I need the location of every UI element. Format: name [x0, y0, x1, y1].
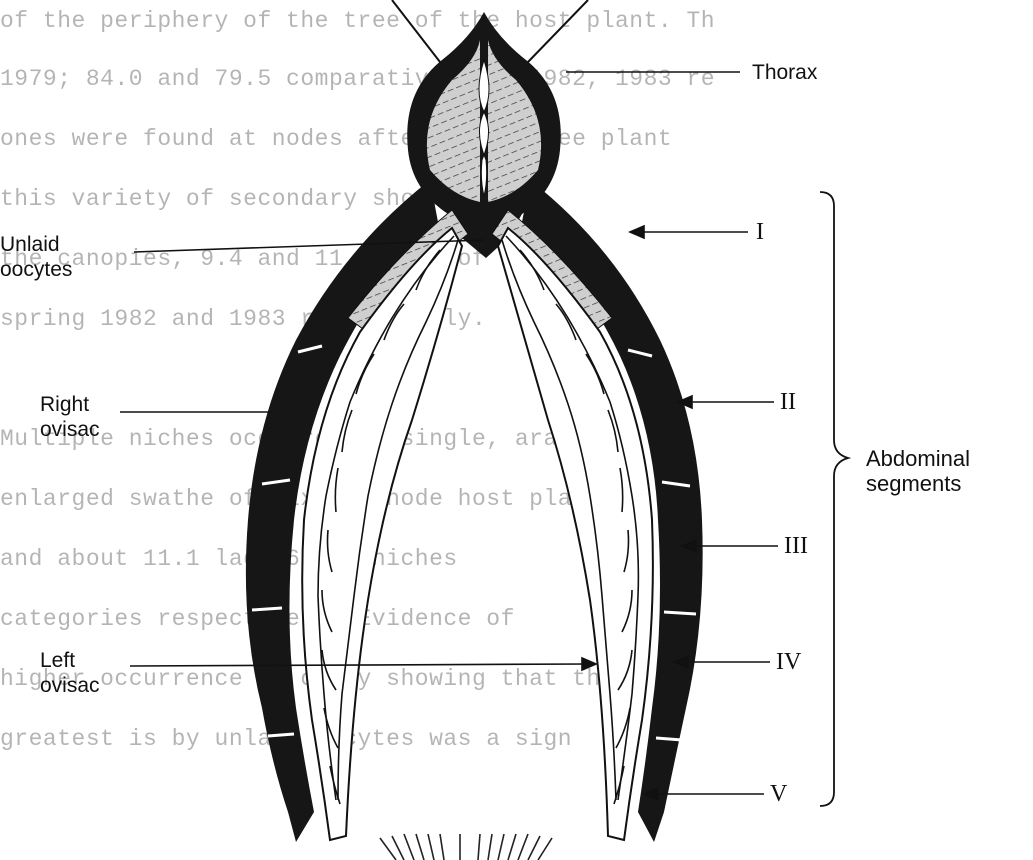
segment-label-v: V: [770, 782, 787, 806]
segment-label-iii: III: [784, 534, 808, 558]
segment-label-i: I: [756, 220, 764, 244]
label-left-ovisac-line: ovisac: [40, 673, 100, 698]
right-antenna: [528, 0, 588, 62]
segment-label-ii: II: [780, 390, 796, 414]
label-abdominal-segments-line: segments: [866, 471, 970, 496]
label-unlaid-oocytes: Unlaid oocytes: [0, 232, 72, 282]
label-abdominal-segments-line: Abdominal: [866, 446, 970, 471]
left-antenna: [392, 0, 440, 62]
label-unlaid-oocytes-line: oocytes: [0, 257, 72, 282]
label-abdominal-segments: Abdominal segments: [866, 446, 970, 496]
label-right-ovisac: Right ovisac: [40, 392, 100, 442]
label-left-ovisac-line: Left: [40, 648, 100, 673]
label-left-ovisac: Left ovisac: [40, 648, 100, 698]
segment-label-iv: IV: [776, 650, 801, 674]
posterior-hatching: [380, 834, 552, 860]
label-unlaid-oocytes-line: Unlaid: [0, 232, 72, 257]
label-right-ovisac-line: ovisac: [40, 417, 100, 442]
abdominal-bracket: [820, 192, 848, 806]
label-thorax: Thorax: [752, 60, 817, 85]
label-right-ovisac-line: Right: [40, 392, 100, 417]
